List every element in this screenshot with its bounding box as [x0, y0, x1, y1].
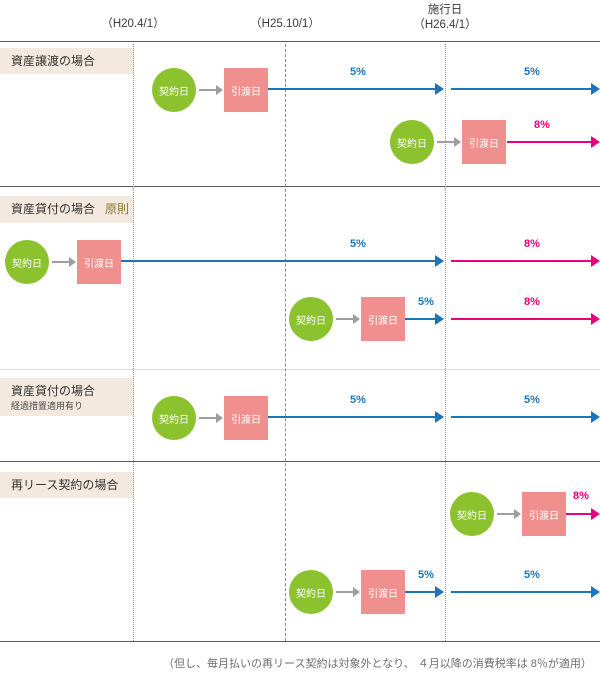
rate-arrow-blue — [405, 586, 444, 598]
section-label-asset-lease-transitional: 資産貸付の場合 経過措置適用有り — [0, 378, 133, 416]
header-column-h20: （H20.4/1） — [83, 17, 183, 32]
rate-label-5pct: 5% — [350, 394, 366, 406]
connector-arrow — [199, 413, 223, 423]
rate-label-8pct: 8% — [573, 490, 589, 502]
rate-arrow-blue — [451, 586, 600, 598]
rate-label-8pct: 8% — [534, 119, 550, 131]
footnote: （但し、毎月払いの再リース契約は対象外となり、 ４月以降の消費税率は 8％が適用… — [163, 658, 592, 670]
section-label-re-lease: 再リース契約の場合 — [0, 472, 133, 498]
header-column-h26-top: 施行日 — [427, 4, 463, 16]
delivery-node: 引渡日 — [522, 492, 566, 536]
header-column-h25-date: （H25.10/1） — [250, 18, 320, 30]
contract-node-label: 契約日 — [296, 315, 326, 327]
connector-arrow — [52, 257, 76, 267]
rate-arrow-pink — [566, 508, 600, 520]
contract-node: 契約日 — [289, 297, 333, 341]
rate-label-5pct: 5% — [524, 394, 540, 406]
delivery-node: 引渡日 — [361, 570, 405, 614]
contract-node-label: 契約日 — [12, 258, 42, 270]
contract-node: 契約日 — [390, 120, 434, 164]
connector-arrow — [199, 85, 223, 95]
rate-label-5pct: 5% — [524, 66, 540, 78]
section-title-asset-transfer: 資産譲渡の場合 — [11, 54, 96, 68]
rule-section2-bottom — [0, 369, 600, 370]
rate-arrow-blue — [451, 411, 600, 423]
rate-label-8pct: 8% — [524, 296, 540, 308]
header-column-h25: （H25.10/1） — [235, 17, 335, 32]
rate-label-5pct: 5% — [350, 238, 366, 250]
contract-node: 契約日 — [5, 240, 49, 284]
delivery-node-label: 引渡日 — [368, 588, 398, 600]
rate-arrow-blue — [268, 83, 444, 95]
delivery-node: 引渡日 — [224, 68, 268, 112]
contract-node: 契約日 — [152, 396, 196, 440]
rule-bottom — [0, 641, 600, 642]
delivery-node: 引渡日 — [77, 240, 121, 284]
delivery-node: 引渡日 — [224, 396, 268, 440]
connector-arrow — [497, 509, 521, 519]
rate-arrow-blue — [121, 255, 444, 267]
delivery-node: 引渡日 — [462, 120, 506, 164]
delivery-node-label: 引渡日 — [529, 510, 559, 522]
rate-label-5pct: 5% — [524, 569, 540, 581]
contract-node: 契約日 — [450, 492, 494, 536]
delivery-node-label: 引渡日 — [84, 258, 114, 270]
rate-label-5pct: 5% — [418, 569, 434, 581]
axis-line-h26 — [445, 44, 446, 641]
delivery-node-label: 引渡日 — [231, 86, 261, 98]
section-accent-principle: 原則 — [105, 202, 130, 216]
connector-arrow — [336, 587, 360, 597]
rate-arrow-blue — [268, 411, 444, 423]
contract-node-label: 契約日 — [296, 588, 326, 600]
rate-arrow-pink — [507, 136, 600, 148]
delivery-node-label: 引渡日 — [368, 315, 398, 327]
rule-section1-bottom — [0, 186, 600, 187]
contract-node-label: 契約日 — [397, 138, 427, 150]
header-column-h20-date: （H20.4/1） — [101, 18, 165, 30]
rate-arrow-blue — [405, 313, 444, 325]
contract-node: 契約日 — [152, 68, 196, 112]
delivery-node-label: 引渡日 — [469, 138, 499, 150]
contract-node-label: 契約日 — [159, 86, 189, 98]
rate-label-5pct: 5% — [418, 296, 434, 308]
section-title-asset-lease-principle: 資産貸付の場合 — [11, 202, 96, 216]
delivery-node-label: 引渡日 — [231, 414, 261, 426]
header-column-h26: 施行日 （H26.4/1） — [395, 3, 495, 33]
connector-arrow — [336, 314, 360, 324]
section-title-asset-lease-transitional: 資産貸付の場合 — [11, 384, 96, 398]
section-title-re-lease: 再リース契約の場合 — [11, 478, 119, 492]
delivery-node: 引渡日 — [361, 297, 405, 341]
section-label-asset-transfer: 資産譲渡の場合 — [0, 48, 133, 74]
rate-label-5pct: 5% — [350, 66, 366, 78]
section-label-asset-lease-principle: 資産貸付の場合原則 — [0, 196, 133, 223]
rate-label-8pct: 8% — [524, 238, 540, 250]
connector-arrow — [437, 137, 461, 147]
contract-node: 契約日 — [289, 570, 333, 614]
header-column-h26-date: （H26.4/1） — [413, 19, 477, 31]
contract-node-label: 契約日 — [159, 414, 189, 426]
axis-line-h20 — [133, 44, 134, 641]
contract-node-label: 契約日 — [457, 510, 487, 522]
rule-section3-bottom — [0, 461, 600, 462]
rule-top — [0, 41, 600, 42]
rate-arrow-pink — [451, 313, 600, 325]
rate-arrow-blue — [451, 83, 600, 95]
rate-arrow-pink — [451, 255, 600, 267]
axis-line-h25 — [285, 44, 286, 641]
section-subtitle-transitional: 経過措置適用有り — [11, 401, 84, 411]
